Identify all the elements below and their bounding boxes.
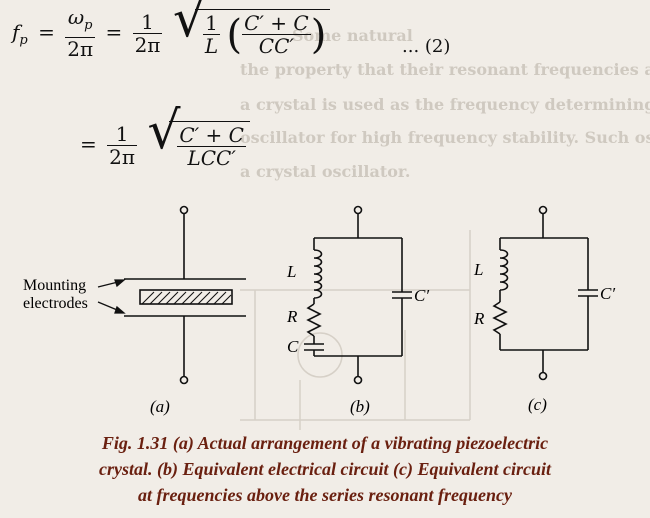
den-2pi-2: 2π [109, 144, 135, 169]
omega-numerator: ωp [65, 6, 95, 37]
inductor-b [313, 249, 323, 299]
label-R-c: R [473, 309, 485, 328]
caption-line-3: at frequencies above the series resonant… [138, 485, 512, 505]
fraction-bar [202, 34, 221, 35]
second-numerator: C′ + C [179, 123, 244, 147]
fraction-bar [242, 34, 311, 35]
eq-equals-2: = [105, 19, 123, 44]
radical-sign-2: √ [147, 101, 181, 161]
radical-sign: √ [172, 0, 206, 49]
inner-denominator: CC′ [258, 34, 294, 58]
terminal-bottom-c [538, 371, 548, 381]
bleed-text-1: Some natural [292, 26, 413, 45]
figure-caption: Fig. 1.31 (a) Actual arrangement of a vi… [0, 430, 650, 508]
caption-line-2: crystal. (b) Equivalent electrical circu… [99, 459, 551, 479]
den-2pi: 2π [134, 32, 161, 57]
inductor-c [499, 249, 509, 291]
bleed-text-2: the property that their resonant frequen… [240, 60, 650, 79]
inner-numerator: C′ + C [244, 11, 309, 35]
label-Cp-c: C′ [600, 284, 615, 303]
label-b: (b) [350, 397, 370, 416]
label-L-b: L [286, 262, 296, 281]
label-c: (c) [528, 395, 547, 414]
eq-equals-3: = [80, 131, 97, 156]
eq-equals-1: = [38, 19, 55, 44]
bleed-text-5: a crystal oscillator. [240, 162, 411, 181]
fraction-1-over-L: 1 L [202, 11, 221, 58]
bleed-text-3: a crystal is used as the frequency deter… [240, 95, 650, 114]
terminal-top-a [179, 205, 189, 215]
fraction-omega-over-2pi: ωp 2π [65, 6, 96, 61]
label-C-b: C [287, 337, 299, 356]
equation-2: fp = ωp 2π = 1 2π √ 1 L ( C′ + C [12, 0, 331, 61]
one-numerator-2: 1 [115, 121, 129, 146]
inner-one: 1 [205, 11, 218, 35]
terminal-bottom-b [353, 375, 363, 385]
fraction-1-over-2pi-2: 1 2π [107, 123, 137, 168]
radicand-2: C′ + C LCC′ [169, 121, 250, 169]
mounting-label-line2: electrodes [23, 295, 88, 312]
radicand: 1 L ( C′ + C CC′ ) [194, 8, 331, 58]
fraction-bar [107, 144, 137, 146]
bleed-schematic [240, 230, 471, 430]
mounting-label-line1: Mounting [23, 277, 86, 294]
resistor-c [492, 301, 508, 335]
label-a: (a) [150, 397, 170, 416]
equation-second-line: = 1 2π √ C′ + C LCC′ [80, 105, 250, 169]
second-denominator: LCC′ [187, 146, 236, 170]
crystal-slab [139, 289, 233, 305]
label-R-b: R [286, 307, 298, 326]
terminal-top-b [353, 205, 363, 215]
fraction-bar [177, 146, 246, 147]
crystal-arrangement [124, 205, 246, 385]
inner-L: L [204, 34, 219, 58]
fraction-c-over-lcc: C′ + C LCC′ [177, 124, 246, 169]
paren-right: ) [310, 11, 327, 58]
sqrt-expression-2: √ C′ + C LCC′ [147, 105, 250, 169]
fraction-bar [65, 37, 96, 38]
fraction-1-over-2pi: 1 2π [132, 9, 163, 57]
circuit-b [304, 205, 412, 385]
eq-lhs-sub: p [19, 32, 28, 48]
eq-lhs-f: f [12, 19, 20, 44]
den-2pi: 2π [67, 37, 94, 61]
bleed-text-4: oscillator for high frequency stability.… [240, 128, 650, 147]
paren-left: ( [226, 11, 243, 58]
one-numerator: 1 [141, 9, 154, 34]
caption-line-1: Fig. 1.31 (a) Actual arrangement of a vi… [101, 433, 549, 453]
terminal-top-c [538, 205, 548, 215]
resistor-b [306, 303, 322, 337]
terminal-bottom-a [179, 375, 189, 385]
label-L-c: L [473, 260, 483, 279]
label-Cp-b: C′ [414, 286, 429, 305]
eq-lhs: fp [12, 19, 28, 48]
crystal-hatch [141, 291, 232, 305]
omega-symbol: ω [67, 5, 85, 29]
fraction-bar [132, 32, 163, 34]
equation-number: ... (2) [402, 36, 451, 57]
mounting-arrows [97, 279, 126, 314]
circuit-c [492, 205, 598, 381]
omega-sub: p [84, 18, 93, 33]
sqrt-expression: √ 1 L ( C′ + C CC′ ) [173, 0, 331, 58]
fraction-inner: C′ + C CC′ [242, 12, 311, 57]
